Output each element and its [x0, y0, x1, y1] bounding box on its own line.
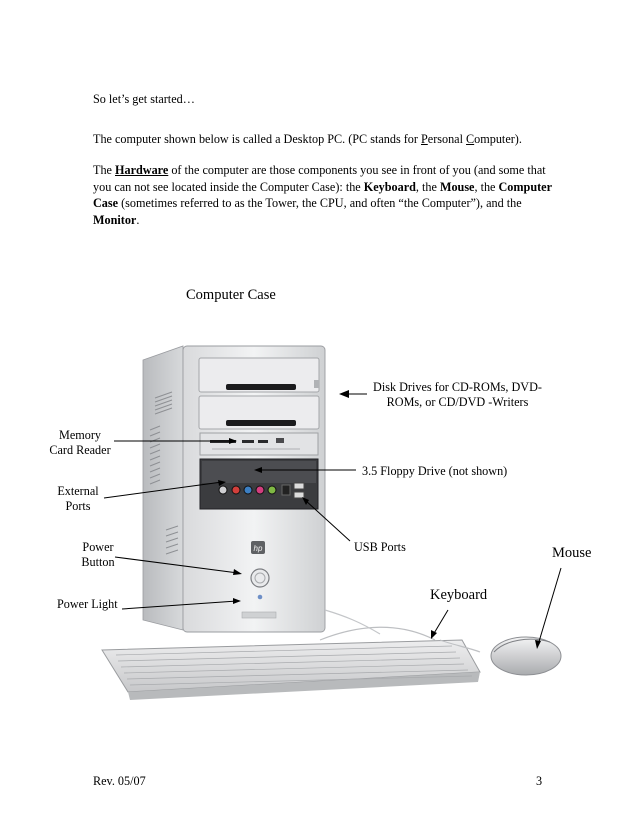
figure-title: Computer Case	[186, 287, 276, 303]
computer-case: hp	[142, 345, 326, 633]
label-memory-card-reader: Memory Card Reader	[49, 428, 111, 457]
label-power-button: Power Button	[81, 540, 115, 569]
paragraph-hardware: The Hardware of the computer are those c…	[93, 163, 552, 227]
label-disk-drives: Disk Drives for CD-ROMs, DVD- ROMs, or C…	[373, 380, 542, 409]
page-number: 3	[536, 774, 543, 788]
hardware-term: Hardware	[115, 163, 169, 177]
label-floppy-drive: 3.5 Floppy Drive (not shown)	[362, 464, 508, 478]
intro-text: So let’s get started…	[93, 92, 195, 106]
mouse	[439, 636, 562, 676]
label-usb-ports: USB Ports	[354, 540, 406, 554]
label-keyboard: Keyboard	[430, 587, 488, 603]
footer-revision: Rev. 05/07	[93, 774, 146, 788]
paragraph-pc-definition: The computer shown below is called a Des…	[93, 132, 522, 146]
label-external-ports: External Ports	[57, 484, 99, 513]
label-mouse: Mouse	[552, 545, 592, 561]
hp-logo: hp	[254, 544, 263, 553]
label-power-light: Power Light	[57, 597, 118, 611]
keyboard	[101, 626, 481, 700]
